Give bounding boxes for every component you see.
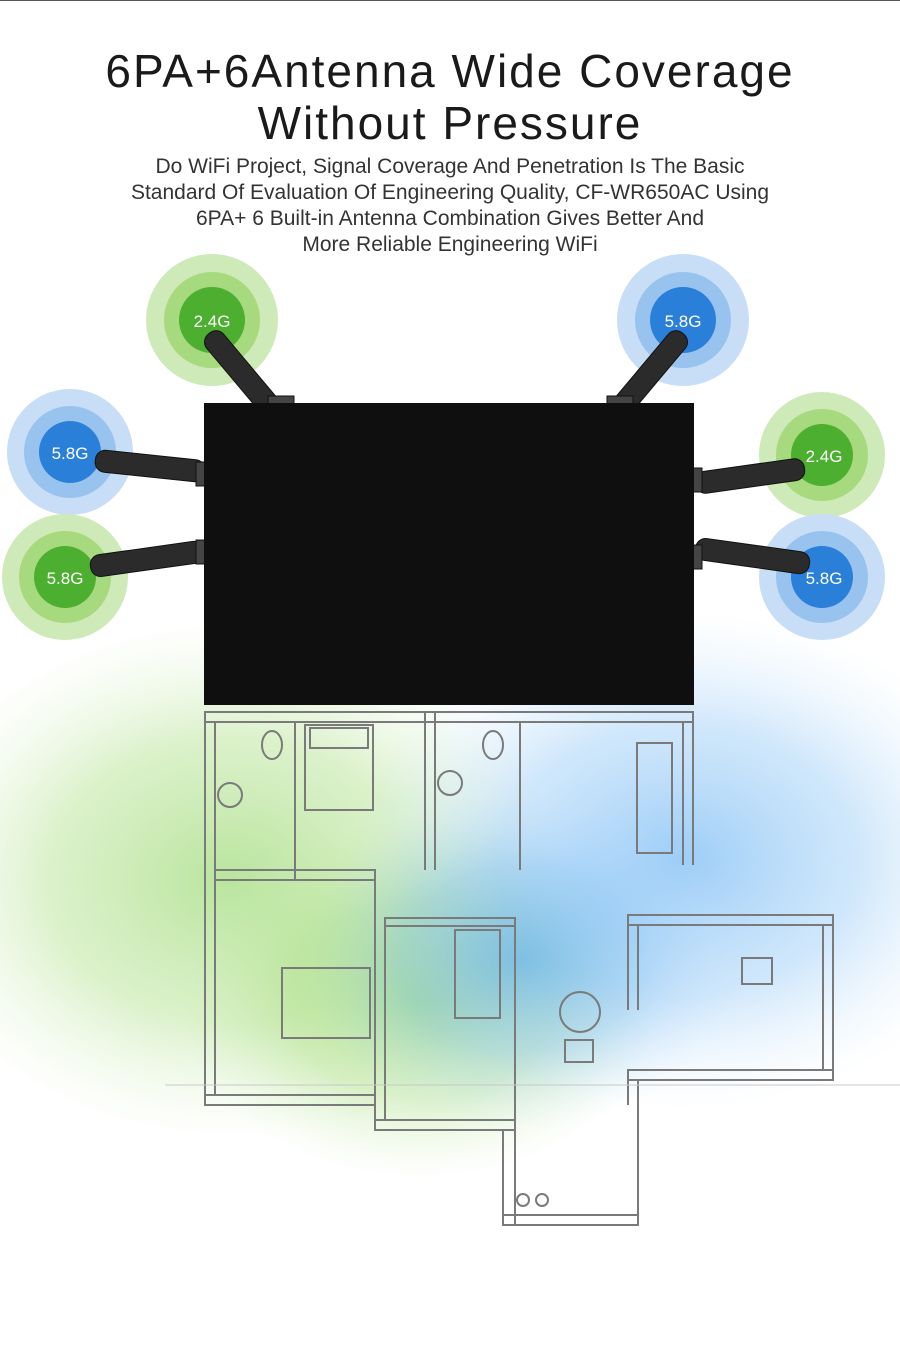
band-label-left-upper: 5.8G [52,444,89,463]
band-label-left-lower: 5.8G [47,569,84,588]
router-body [204,403,694,705]
description-line-1: Do WiFi Project, Signal Coverage And Pen… [155,155,745,178]
band-label-top-left: 2.4G [194,312,231,331]
band-label-top-right: 5.8G [665,312,702,331]
headline-line-2: Without Pressure [257,97,643,149]
signal-ring-left-upper [7,389,133,515]
signal-ring-left-lower [2,514,128,640]
description-line-2: Standard Of Evaluation Of Engineering Qu… [130,181,770,204]
signal-ring-top-left [146,254,278,386]
description-line-3: 6PA+ 6 Built-in Antenna Combination Give… [196,207,704,230]
band-label-right-upper: 2.4G [806,447,843,466]
band-label-right-lower: 5.8G [806,569,843,588]
blue-coverage-center [300,790,740,1130]
floor-plan [165,711,900,1226]
headline-line-1: 6PA+6Antenna Wide Coverage [105,45,795,97]
signal-ring-top-right [617,254,749,386]
top-divider [0,0,900,1]
description-line-4: More Reliable Engineering WiFi [302,233,598,256]
